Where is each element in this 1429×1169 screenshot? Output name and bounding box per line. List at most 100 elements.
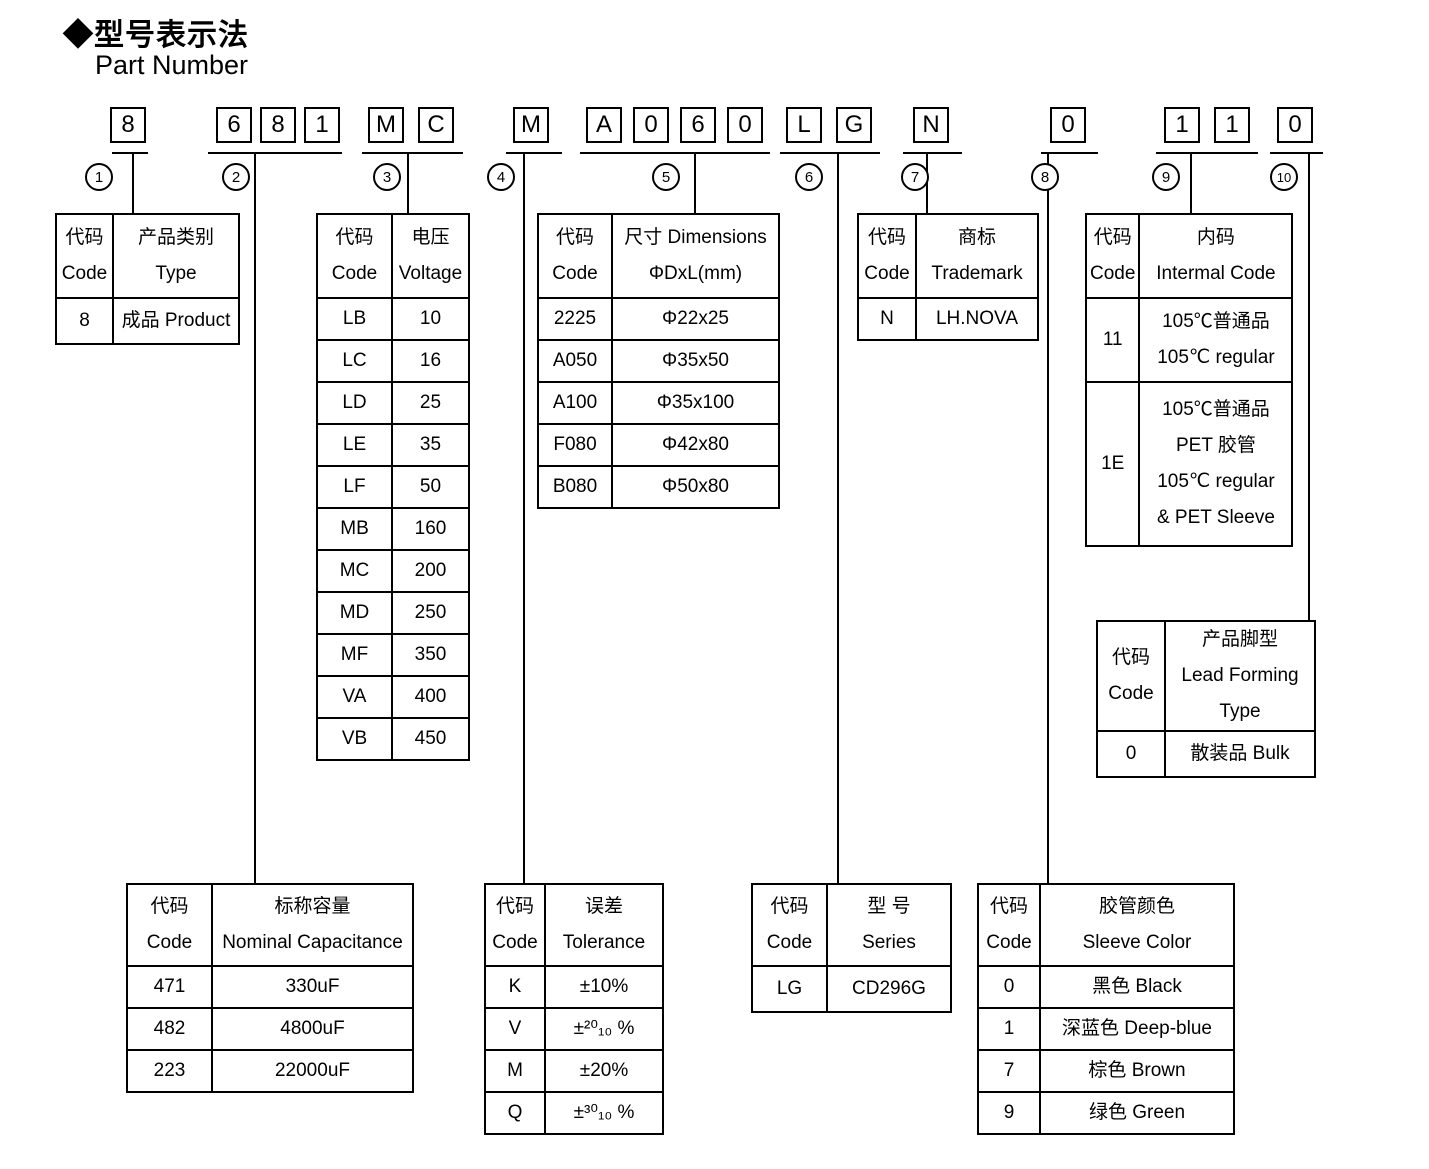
pn-box: L xyxy=(786,107,822,143)
pn-box: N xyxy=(913,107,949,143)
pn-group-2: 6 8 1 xyxy=(216,107,340,143)
pn-underline xyxy=(780,152,880,154)
pn-box: 0 xyxy=(633,107,669,143)
cell-value: 棕色 Brown xyxy=(1039,1049,1235,1093)
pn-box: 0 xyxy=(1050,107,1086,143)
col-header: 代码 Code xyxy=(484,883,546,967)
cell-code: 2225 xyxy=(537,297,613,341)
pn-underline xyxy=(506,152,562,154)
cell-code: 0 xyxy=(977,965,1041,1009)
cell-code: LG xyxy=(751,965,828,1013)
cell-value: 160 xyxy=(391,507,470,551)
pn-box: 1 xyxy=(304,107,340,143)
pn-group-7: N xyxy=(913,107,949,143)
col-header: 型 号 Series xyxy=(826,883,952,967)
pn-box: M xyxy=(368,107,404,143)
pn-box: M xyxy=(513,107,549,143)
marker-1-icon: 1 xyxy=(85,163,113,191)
marker-4-icon: 4 xyxy=(487,163,515,191)
pn-box: G xyxy=(836,107,872,143)
col-header: 代码 Code xyxy=(977,883,1041,967)
cell-value: Φ42x80 xyxy=(611,423,780,467)
pn-group-1: 8 xyxy=(110,107,146,143)
pn-group-5: A 0 6 0 xyxy=(586,107,763,143)
cell-code: 471 xyxy=(126,965,213,1009)
pn-underline xyxy=(208,152,342,154)
lead-forming-table: 代码 Code 产品脚型 Lead Forming Type 0 散装品 Bul… xyxy=(1096,619,1316,779)
page-title-en: Part Number xyxy=(95,50,249,80)
cell-value: 散装品 Bulk xyxy=(1164,730,1316,779)
cell-value: 400 xyxy=(391,675,470,719)
pn-underline xyxy=(112,152,148,154)
col-header: 代码 Code xyxy=(751,883,828,967)
cell-code: LB xyxy=(316,297,393,341)
marker-10-icon: 10 xyxy=(1270,163,1298,191)
col-header: 产品类别 Type xyxy=(112,213,240,299)
col-header: 尺寸 Dimensions ΦDxL(mm) xyxy=(611,213,780,299)
cell-code: 1E xyxy=(1084,381,1141,547)
marker-3-icon: 3 xyxy=(373,163,401,191)
col-header: 产品脚型 Lead Forming Type xyxy=(1164,619,1316,733)
connector-line-3 xyxy=(407,154,409,213)
pn-underline xyxy=(903,152,962,154)
pn-box: 1 xyxy=(1214,107,1250,143)
col-header: 胶管颜色 Sleeve Color xyxy=(1039,883,1235,967)
connector-line-8 xyxy=(1047,154,1049,883)
pn-underline xyxy=(1041,152,1098,154)
cell-value: 黑色 Black xyxy=(1039,965,1235,1009)
cell-code: 0 xyxy=(1096,730,1166,779)
cell-code: LC xyxy=(316,339,393,383)
marker-6-icon: 6 xyxy=(795,163,823,191)
col-header: 代码 Code xyxy=(1084,213,1141,299)
col-header: 代码 Code xyxy=(55,213,114,299)
pn-box: 8 xyxy=(260,107,296,143)
col-header: 代码 Code xyxy=(316,213,393,299)
cell-code: N xyxy=(857,297,917,341)
cell-code: MD xyxy=(316,591,393,635)
pn-box: 8 xyxy=(110,107,146,143)
cell-code: 1 xyxy=(977,1007,1041,1051)
pn-underline xyxy=(1270,152,1323,154)
pn-box: C xyxy=(418,107,454,143)
cell-value: 35 xyxy=(391,423,470,467)
col-header: 代码 Code xyxy=(537,213,613,299)
pn-group-8: 0 xyxy=(1050,107,1086,143)
pn-box: 0 xyxy=(1277,107,1313,143)
marker-7-icon: 7 xyxy=(901,163,929,191)
pn-box: 6 xyxy=(680,107,716,143)
connector-line-5 xyxy=(694,154,696,213)
cell-value: Φ35x50 xyxy=(611,339,780,383)
cell-value: LH.NOVA xyxy=(915,297,1039,341)
cell-code: V xyxy=(484,1007,546,1051)
cell-code: VA xyxy=(316,675,393,719)
col-header: 电压 Voltage xyxy=(391,213,470,299)
cell-code: F080 xyxy=(537,423,613,467)
cell-value: ±20% xyxy=(544,1049,664,1093)
internal-code-table: 代码 Code 内码 Intermal Code 11 105℃普通品 105℃… xyxy=(1084,213,1294,547)
cell-value: Φ22x25 xyxy=(611,297,780,341)
cell-code: 7 xyxy=(977,1049,1041,1093)
connector-line-6 xyxy=(837,154,839,883)
cell-value: 4800uF xyxy=(211,1007,414,1051)
marker-8-icon: 8 xyxy=(1031,163,1059,191)
connector-line-10 xyxy=(1308,154,1310,620)
cell-value: 25 xyxy=(391,381,470,425)
pn-group-9: 1 1 xyxy=(1164,107,1250,143)
pn-underline xyxy=(1156,152,1258,154)
pn-box: 6 xyxy=(216,107,252,143)
pn-underline xyxy=(362,152,463,154)
cell-value: ±²⁰₁₀ % xyxy=(544,1007,664,1051)
cell-value: CD296G xyxy=(826,965,952,1013)
marker-5-icon: 5 xyxy=(652,163,680,191)
cell-code: 11 xyxy=(1084,297,1141,383)
cell-code: 9 xyxy=(977,1091,1041,1135)
cell-code: B080 xyxy=(537,465,613,509)
col-header: 商标 Trademark xyxy=(915,213,1039,299)
col-header: 标称容量 Nominal Capacitance xyxy=(211,883,414,967)
connector-line-2 xyxy=(254,154,256,883)
trademark-table: 代码 Code 商标 Trademark N LH.NOVA xyxy=(857,213,1039,341)
cell-value: 200 xyxy=(391,549,470,593)
cell-value: 成品 Product xyxy=(112,297,240,345)
